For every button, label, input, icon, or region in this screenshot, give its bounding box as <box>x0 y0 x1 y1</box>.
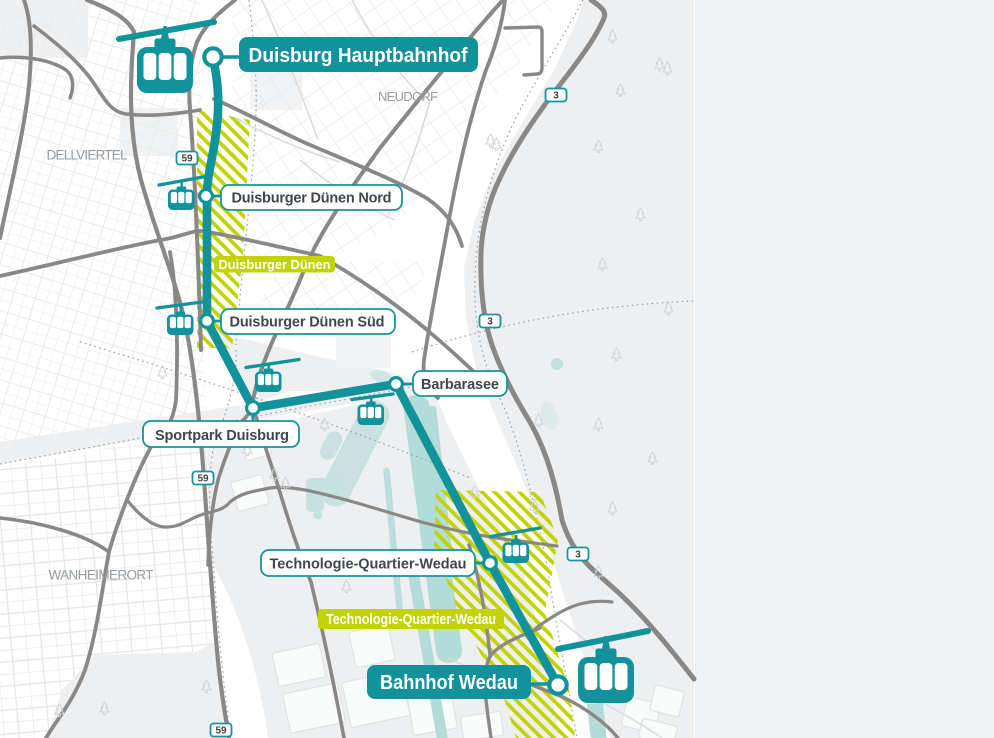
svg-text:WANHEIMERORT: WANHEIMERORT <box>49 568 154 583</box>
svg-text:Duisburg Hauptbahnhof: Duisburg Hauptbahnhof <box>249 45 468 67</box>
svg-text:59: 59 <box>215 726 227 737</box>
svg-text:Technologie-Quartier-Wedau: Technologie-Quartier-Wedau <box>270 557 467 573</box>
svg-text:59: 59 <box>181 154 193 165</box>
svg-text:Duisburger Dünen: Duisburger Dünen <box>219 257 331 272</box>
svg-text:59: 59 <box>197 474 209 485</box>
svg-text:DELLVIERTEL: DELLVIERTEL <box>47 148 128 163</box>
svg-text:Sportpark Duisburg: Sportpark Duisburg <box>155 428 289 444</box>
svg-text:3: 3 <box>553 91 559 102</box>
svg-text:Duisburger Dünen Süd: Duisburger Dünen Süd <box>230 315 385 331</box>
svg-text:Bahnhof Wedau: Bahnhof Wedau <box>380 672 518 694</box>
svg-text:NEUDORF: NEUDORF <box>378 89 438 104</box>
svg-text:3: 3 <box>575 550 581 561</box>
svg-text:Barbarasee: Barbarasee <box>421 377 499 393</box>
svg-text:Technologie-Quartier-Wedau: Technologie-Quartier-Wedau <box>326 611 496 628</box>
svg-text:3: 3 <box>487 317 493 328</box>
svg-text:Duisburger Dünen Nord: Duisburger Dünen Nord <box>232 191 392 207</box>
